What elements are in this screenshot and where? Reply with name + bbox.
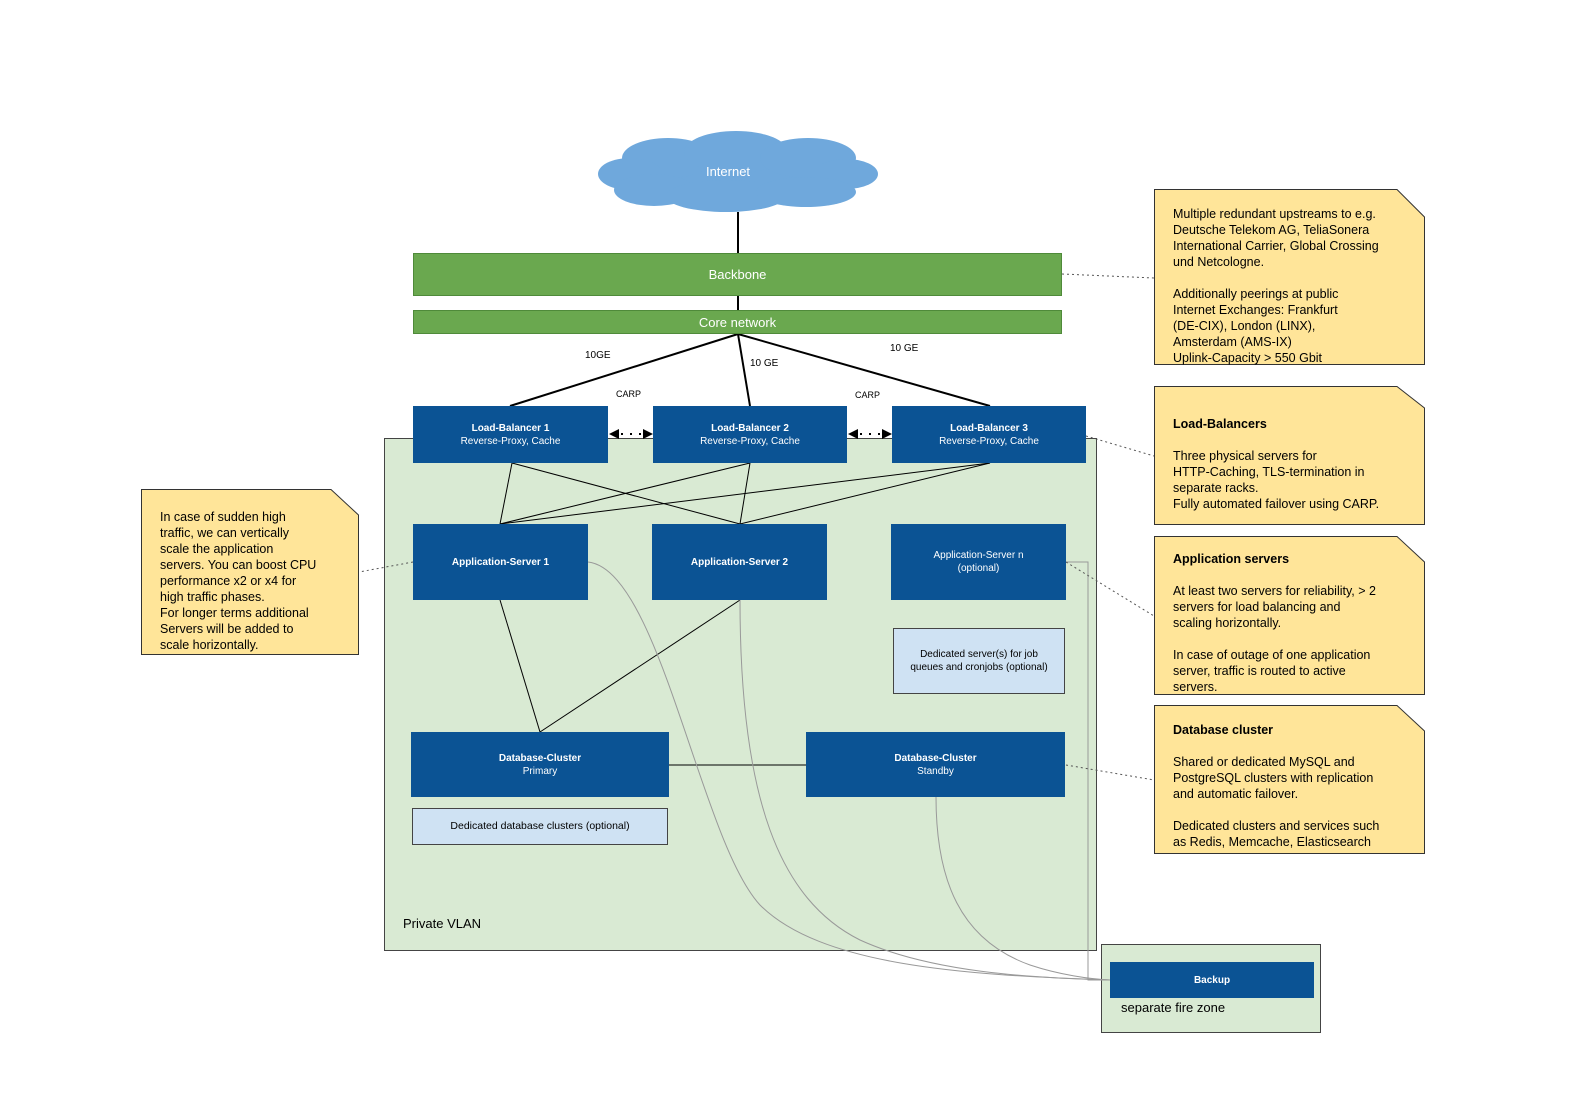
node-subtitle: Primary [522, 765, 558, 777]
note-shape [1154, 705, 1425, 854]
note-database: Database cluster Shared or dedicated MyS… [1154, 705, 1425, 854]
node-title: Load-Balancer 3 [950, 422, 1028, 434]
node-title: Load-Balancer 2 [711, 422, 789, 434]
backup-node: Backup [1110, 962, 1314, 998]
node-title: Database-Cluster [498, 752, 582, 764]
backbone-bar: Backbone [413, 253, 1062, 296]
load-balancer-1: Load-Balancer 1 Reverse-Proxy, Cache [413, 406, 608, 463]
note-shape [1154, 189, 1425, 365]
note-load-balancers: Load-Balancers Three physical servers fo… [1154, 386, 1425, 525]
database-cluster-primary: Database-Cluster Primary [411, 732, 669, 797]
node-title: Application-Server 1 [451, 556, 550, 568]
note-scaling: In case of sudden high traffic, we can v… [141, 489, 359, 655]
link-label-lb2: 10 GE [750, 358, 779, 369]
application-server-1: Application-Server 1 [413, 524, 588, 600]
node-subtitle: (optional) [957, 563, 1000, 574]
note-title: Application servers [1173, 552, 1290, 566]
job-servers-box: Dedicated server(s) for job queues and c… [893, 628, 1065, 694]
link-label-lb3: 10 GE [890, 343, 919, 354]
internet-label: Internet [705, 164, 751, 179]
note-application-servers: Application servers At least two servers… [1154, 536, 1425, 695]
note-title: Load-Balancers [1173, 417, 1267, 431]
database-cluster-standby: Database-Cluster Standby [806, 732, 1065, 797]
note-upstreams: Multiple redundant upstreams to e.g. Deu… [1154, 189, 1425, 365]
internet-cloud: Internet [596, 130, 880, 214]
backup-zone-label: separate fire zone [1121, 1000, 1226, 1015]
note-text: Multiple redundant upstreams to e.g. Deu… [1173, 207, 1379, 365]
node-title: Application-Server 2 [690, 556, 789, 568]
carp-label-2: CARP [855, 390, 881, 400]
note-text: At least two servers for reliability, > … [1173, 584, 1376, 694]
note-shape [1154, 386, 1425, 525]
link-label-lb1: 10GE [585, 350, 611, 361]
node-subtitle: Reverse-Proxy, Cache [460, 435, 561, 447]
load-balancer-3: Load-Balancer 3 Reverse-Proxy, Cache [892, 406, 1086, 463]
application-server-2: Application-Server 2 [652, 524, 827, 600]
node-title: Database-Cluster [894, 752, 977, 764]
application-server-n: Application-Server n (optional) [891, 524, 1066, 600]
node-subtitle: Reverse-Proxy, Cache [939, 435, 1039, 447]
core-network-bar: Core network [413, 310, 1062, 334]
cloud-icon [598, 131, 878, 212]
private-vlan-label: Private VLAN [403, 916, 482, 931]
note-text: Three physical servers for HTTP-Caching,… [1173, 449, 1380, 511]
node-subtitle: Standby [917, 765, 954, 777]
node-subtitle: Reverse-Proxy, Cache [700, 435, 800, 447]
load-balancer-2: Load-Balancer 2 Reverse-Proxy, Cache [653, 406, 847, 463]
node-title: Load-Balancer 1 [471, 422, 550, 434]
note-shape [141, 489, 359, 655]
node-title: Backup [1193, 974, 1231, 986]
private-vlan-zone [384, 438, 1097, 951]
node-title: Application-Server n [933, 550, 1024, 561]
dedicated-db-box: Dedicated database clusters (optional) [412, 808, 668, 845]
note-title: Database cluster [1173, 723, 1274, 737]
carp-label-1: CARP [616, 389, 642, 399]
note-text: Shared or dedicated MySQL and PostgreSQL… [1173, 755, 1380, 849]
note-shape [1154, 536, 1425, 695]
note-text: In case of sudden high traffic, we can v… [160, 510, 317, 652]
